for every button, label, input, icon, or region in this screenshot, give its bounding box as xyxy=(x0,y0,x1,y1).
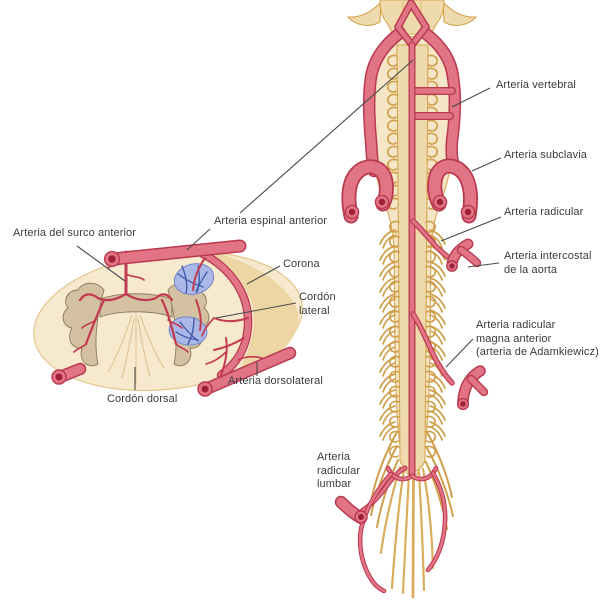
left-subclavian-artery xyxy=(343,161,393,222)
corona-region xyxy=(207,251,299,379)
cerebellar-flap-right xyxy=(442,0,478,26)
label-arteria-subclavia: Arteria subclavia xyxy=(504,149,588,161)
label-arteria-intercostal: Arteria intercostal de la aorta xyxy=(504,250,592,276)
adamkiewicz-artery xyxy=(411,312,454,385)
leader-lines xyxy=(76,59,502,390)
label-cordon-lateral: Cordón lateral xyxy=(299,291,336,317)
cerebellar-flap-left xyxy=(346,0,382,26)
longitudinal-view xyxy=(334,0,489,599)
label-cordon-dorsal: Cordón dorsal xyxy=(107,393,178,405)
dorsal-column-striations xyxy=(107,308,165,384)
arteries-cross-section xyxy=(51,239,297,397)
radicular-artery xyxy=(411,219,454,262)
lumbar-nerve-roots xyxy=(370,431,454,530)
left-vertebral-artery xyxy=(364,28,405,176)
label-arteria-surco-anterior: Arteria del surco anterior xyxy=(13,227,137,239)
arteries-longitudinal xyxy=(334,0,489,594)
anterior-spinal-tube xyxy=(108,241,245,264)
artery-cut-ends xyxy=(344,194,476,524)
dorsolateral-artery-tube xyxy=(201,348,295,394)
right-subclavian-artery xyxy=(429,160,477,222)
label-corona: Corona xyxy=(283,258,320,270)
label-arteria-radicular: Arteria radicular xyxy=(504,206,584,218)
label-arteria-dorsolateral: Arteria dorsolateral xyxy=(228,375,323,387)
lateral-artery-network xyxy=(192,257,267,376)
label-arteria-espinal-anterior: Arteria espinal anterior xyxy=(214,215,328,227)
label-arteria-vertebral: Arteria vertebral xyxy=(496,79,576,91)
right-vertebral-artery xyxy=(420,28,461,174)
label-arteria-radicular-lumbar: Arteria radicular lumbar xyxy=(317,451,361,490)
cross-section-view xyxy=(33,239,303,397)
label-arteria-radicular-magna: Arteria radicular magna anterior (arteri… xyxy=(476,319,599,358)
